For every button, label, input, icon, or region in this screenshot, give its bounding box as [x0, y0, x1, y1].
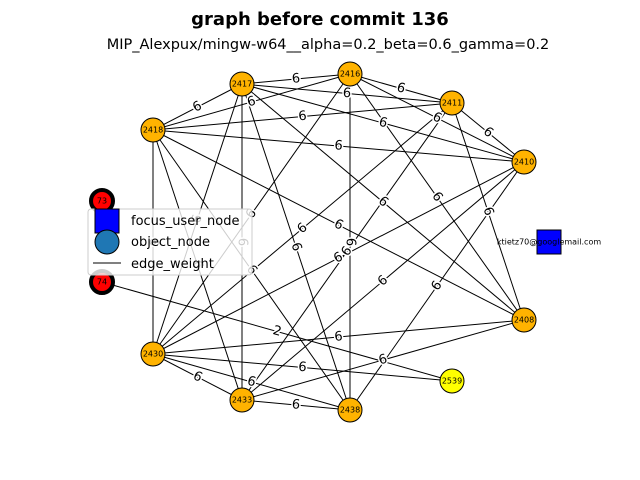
edge-2430-2433	[152, 353, 243, 401]
edge-weight-label: 6	[480, 205, 497, 218]
edge-weight-label: 6	[298, 109, 308, 125]
edge-2416-2418	[152, 73, 351, 131]
node-label: 74	[97, 278, 107, 287]
edge-2418-2410	[152, 129, 525, 163]
edge-weight-label: 6	[190, 368, 204, 385]
node-2433[interactable]: 2433	[229, 387, 255, 413]
edge-weight-label: 6	[295, 220, 311, 237]
edge-2417-2418	[152, 83, 243, 131]
edge-2408-2433	[241, 319, 525, 401]
edge-2408-2430	[152, 319, 525, 355]
object-node-marker[interactable]	[439, 90, 465, 116]
object-node-marker[interactable]	[140, 117, 166, 143]
object-node-marker[interactable]	[337, 61, 363, 87]
edge-2430-2438	[152, 353, 351, 411]
node-2539[interactable]: 2539	[439, 368, 465, 394]
node-label: 2410	[514, 158, 534, 167]
legend-focus-user-marker	[94, 208, 120, 234]
edge-2410-2438	[349, 161, 525, 411]
node-label: 2411	[442, 99, 462, 108]
figure-subtitle: MIP_Alexpux/mingw-w64__alpha=0.2_beta=0.…	[107, 37, 550, 53]
edge-weight-label: 6	[288, 241, 305, 254]
edge-weight-label: 6	[298, 360, 308, 376]
node-2418[interactable]: 2418	[140, 117, 166, 143]
node-label: 2438	[340, 406, 360, 415]
node-label: 2408	[514, 316, 534, 325]
node-label: 2418	[143, 126, 163, 135]
edge-2433-2438	[241, 399, 351, 411]
focus-user-node-marker[interactable]	[536, 229, 562, 255]
edge-2411-2410	[451, 102, 525, 163]
edge-2416-2410	[349, 73, 525, 163]
node-2416[interactable]: 2416	[337, 61, 363, 87]
legend-box	[87, 208, 253, 276]
edge-2416-2411	[349, 73, 453, 104]
edge-weight-label: 6	[331, 216, 345, 233]
edge-weight-label: 6	[342, 86, 352, 102]
node-label: 2433	[232, 396, 252, 405]
object-node-marker[interactable]	[337, 397, 363, 423]
edge-weight-label: 6	[190, 98, 204, 115]
edge-2410-2430	[152, 161, 525, 355]
edge-weight-label: 6	[334, 329, 344, 345]
node-2438[interactable]: 2438	[337, 397, 363, 423]
node-2410[interactable]: 2410	[511, 149, 537, 175]
edge-weight-label: 6	[428, 278, 445, 293]
nodes-layer: 2417 2416 2411 2418 2410 2408 2430 2433 2438 2539…	[89, 61, 601, 423]
node-focus[interactable]: ktietz70@googlemail.com	[497, 229, 601, 255]
node-label: 2539	[442, 377, 462, 386]
edge-2416-2408	[349, 73, 525, 321]
legend: focus_user_node object_node edge_weight	[87, 208, 253, 276]
edge-weight-label: 6	[334, 138, 344, 154]
edge-weight-label: 2	[271, 323, 283, 340]
edge-2411-2430	[152, 102, 453, 355]
edge-weight-label: 6	[377, 352, 389, 369]
node-label: 73	[97, 197, 107, 206]
node-2417[interactable]: 2417	[229, 71, 255, 97]
node-label: 2416	[340, 70, 360, 79]
object-node-marker[interactable]	[229, 71, 255, 97]
object-node-marker[interactable]	[511, 307, 537, 333]
edge-weight-label: 6	[291, 397, 301, 413]
edge-weight-label: 6	[377, 115, 389, 132]
edge-weight-label: 6	[343, 238, 358, 246]
edge-2430-2539	[152, 353, 453, 382]
node-label: 2417	[232, 80, 252, 89]
legend-object-node-marker	[94, 229, 120, 255]
figure-title: graph before commit 136	[191, 9, 449, 30]
edge-2411-2418	[152, 102, 453, 131]
node-label: 2430	[143, 350, 163, 359]
legend-object-node-label: object_node	[131, 235, 210, 250]
node-2411[interactable]: 2411	[439, 90, 465, 116]
legend-edge-weight-label: edge_weight	[131, 257, 214, 272]
node-label: ktietz70@googlemail.com	[497, 238, 601, 247]
object-node-marker[interactable]	[511, 149, 537, 175]
edge-weight-label: 6	[480, 124, 496, 141]
edge-2417-2416	[241, 73, 351, 85]
object-node-marker[interactable]	[439, 368, 465, 394]
node-2408[interactable]: 2408	[511, 307, 537, 333]
edge-74-2539	[101, 281, 453, 382]
edge-weight-label: 6	[428, 189, 445, 204]
edge-2417-2411	[241, 83, 453, 104]
edge-2417-2410	[241, 83, 525, 163]
edge-weight-label: 6	[395, 80, 407, 97]
edge-2411-2408	[451, 102, 525, 321]
node-2430[interactable]: 2430	[140, 341, 166, 367]
edge-2410-2433	[241, 161, 525, 401]
object-node-marker[interactable]	[229, 387, 255, 413]
edge-2417-2438	[241, 83, 351, 411]
edge-weight-label: 6	[245, 94, 257, 111]
edge-weight-label: 6	[375, 273, 391, 290]
object-node-marker[interactable]	[140, 341, 166, 367]
edge-2417-2408	[241, 83, 525, 321]
edge-2418-2408	[152, 129, 525, 321]
legend-focus-user-label: focus_user_node	[131, 214, 240, 229]
edge-weight-label: 6	[291, 71, 301, 87]
